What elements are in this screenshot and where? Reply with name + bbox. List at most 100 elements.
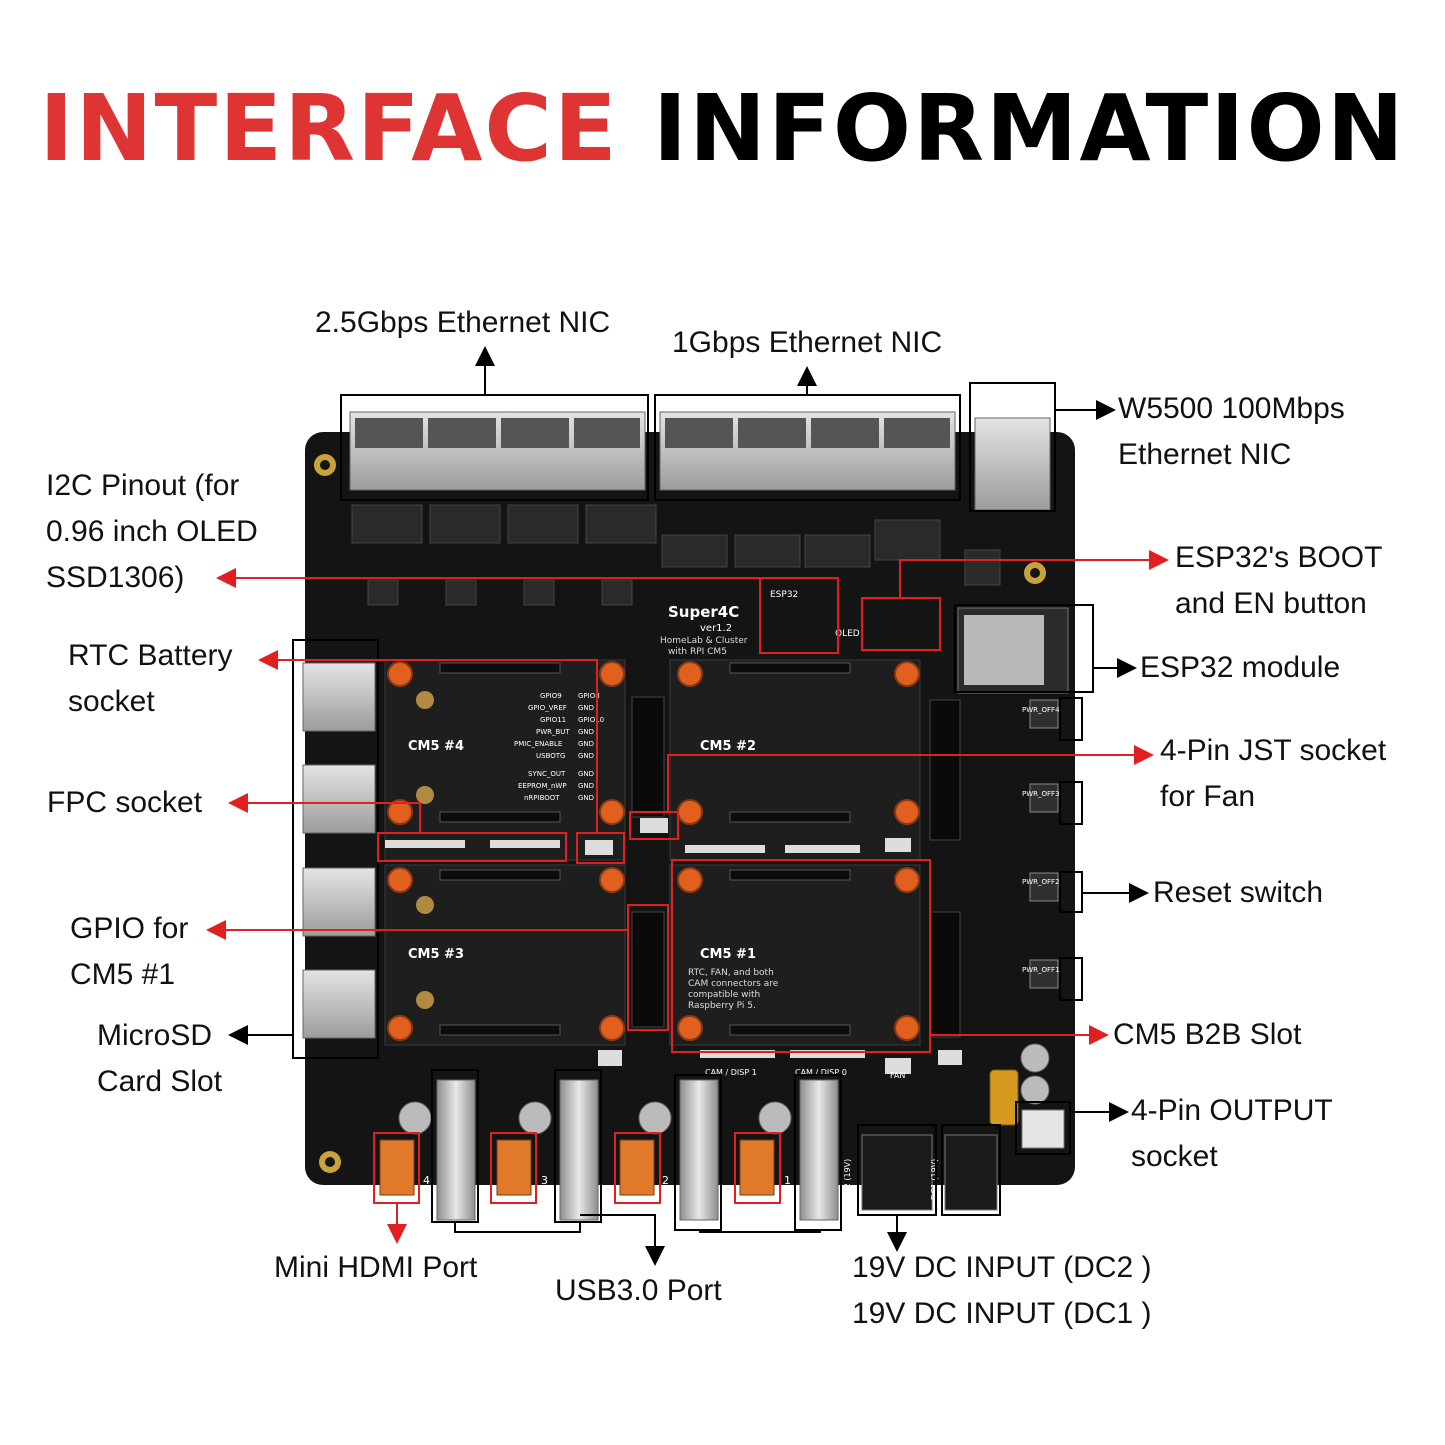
port-number-2: 2 [662, 1174, 669, 1187]
label-fpc: FPC socket [47, 786, 203, 819]
gpio-pin-label: GND [578, 704, 594, 712]
hdmi-box-3 [614, 1132, 661, 1204]
gpio-pin-label: GND [578, 740, 594, 748]
output-socket [1021, 1109, 1065, 1149]
reset-box-1 [1059, 697, 1083, 741]
w5500-jack [974, 417, 1051, 511]
gpio-pin-label: GND [578, 794, 594, 802]
pwr-off-3-label: PWR_OFF3 [1022, 790, 1060, 798]
esp32-module-box [954, 604, 1094, 693]
cm5-1-note-2: CAM connectors are [688, 979, 779, 989]
title-information: INFORMATION [652, 75, 1406, 182]
usb-box-3 [674, 1074, 722, 1231]
fpc-box-2 [576, 832, 625, 864]
port-number-4: 4 [423, 1174, 430, 1187]
label-reset: Reset switch [1153, 876, 1324, 909]
cam-disp-1-silk: CAM / DISP 1 [705, 1068, 757, 1077]
cam-disp-0-silk: CAM / DISP 0 [795, 1068, 847, 1077]
oled-silk: OLED [835, 629, 860, 639]
usb3-ports [436, 1079, 839, 1221]
rtc-standoffs [416, 691, 434, 1009]
gpio-pin-label: GPIO10 [578, 716, 604, 724]
board-version: ver1.2 [700, 623, 732, 634]
dc-jacks [861, 1134, 998, 1211]
pwr-off-2-label: PWR_OFF2 [1022, 878, 1060, 886]
fpc-row [385, 818, 962, 1074]
gpio-pin-label: USBOTG [536, 752, 565, 760]
eth25-box [340, 394, 649, 501]
cm5-quadrants [384, 659, 921, 1046]
ethernet-1g-jacks [659, 411, 956, 491]
label-eth1: 1Gbps Ethernet NIC [672, 326, 943, 359]
label-usb: USB3.0 Port [555, 1274, 722, 1307]
gpio-pin-label: GPIO9 [540, 692, 562, 700]
port-number-3: 3 [541, 1174, 548, 1187]
gpio-pin-label: GND [578, 728, 594, 736]
gpio-pin-label: GND [578, 782, 594, 790]
pwr-off-4-label: PWR_OFF4 [1022, 706, 1060, 714]
gpio-pin-label: GPIO11 [540, 716, 566, 724]
microsd-box [292, 639, 379, 1059]
cm5-3-label: CM5 #3 [408, 947, 464, 962]
b2b-box [671, 859, 931, 1053]
label-eth25: 2.5Gbps Ethernet NIC [315, 306, 611, 339]
cm5-1-note-3: compatible with [688, 990, 760, 1000]
board-name: Super4C [668, 603, 739, 621]
reset-box-2 [1059, 781, 1083, 825]
w5500-box [969, 382, 1056, 512]
reset-box-4 [1059, 957, 1083, 1001]
pwr-off-1-label: PWR_OFF1 [1022, 966, 1060, 974]
esp32-module [957, 607, 1069, 694]
jst-box [629, 811, 679, 840]
page-title: INTERFACE INFORMATION [0, 78, 1445, 179]
dc2-silk: DC2 (19V) [843, 1159, 852, 1200]
usb-box-2 [554, 1069, 602, 1223]
mounting-holes [314, 454, 1046, 1173]
rtc-battery-cell [989, 1069, 1019, 1126]
cm5-1-note-4: Raspberry Pi 5. [688, 1001, 756, 1011]
esp32-btn-box [861, 597, 941, 651]
output-box [1015, 1101, 1071, 1155]
dc1-silk: DC1 (19V) [930, 1159, 939, 1200]
hdmi-ports [379, 1139, 775, 1196]
cm5-mounting-posts [387, 661, 920, 1041]
capacitors [398, 1043, 1050, 1135]
fan-silk: FAN [890, 1071, 905, 1080]
cm5-1-label: CM5 #1 [700, 947, 756, 962]
board-tagline-1: HomeLab & Cluster [660, 636, 748, 646]
pin-headers [631, 696, 961, 1038]
gpio-pin-label: SYNC_OUT [528, 770, 566, 778]
cm5-1-note-1: RTC, FAN, and both [688, 968, 774, 978]
gpio-pin-label: GPIO8 [578, 692, 600, 700]
eth1-box [654, 394, 961, 501]
gpio-pin-label: PWR_BUT [536, 728, 570, 736]
hdmi-box-1 [373, 1132, 420, 1204]
gpio-pin-label: GND [578, 770, 594, 778]
reset-box-3 [1059, 871, 1083, 913]
hdmi-box-4 [734, 1132, 781, 1204]
magnetics-chips [351, 504, 1001, 606]
port-number-1: 1 [784, 1174, 791, 1187]
hdmi-box-2 [490, 1132, 537, 1204]
gpio-pin-label: PMIC_ENABLE [514, 740, 562, 748]
gpio-silkscreen-cm5-4: GPIO9 GPIO_VREF GPIO11 PWR_BUT PMIC_ENAB… [514, 692, 604, 802]
label-dc: 19V DC INPUT (DC2 )19V DC INPUT (DC1 ) [852, 1251, 1152, 1330]
i2c-box [759, 577, 839, 654]
cm5-2-label: CM5 #2 [700, 739, 756, 754]
fpc-box-1 [377, 832, 567, 862]
usb-box-1 [431, 1069, 479, 1223]
gpio-pin-label: EEPROM_nWP [518, 782, 567, 790]
usb-box-4 [794, 1074, 842, 1231]
gpio-pin-label: GPIO_VREF [528, 704, 567, 712]
